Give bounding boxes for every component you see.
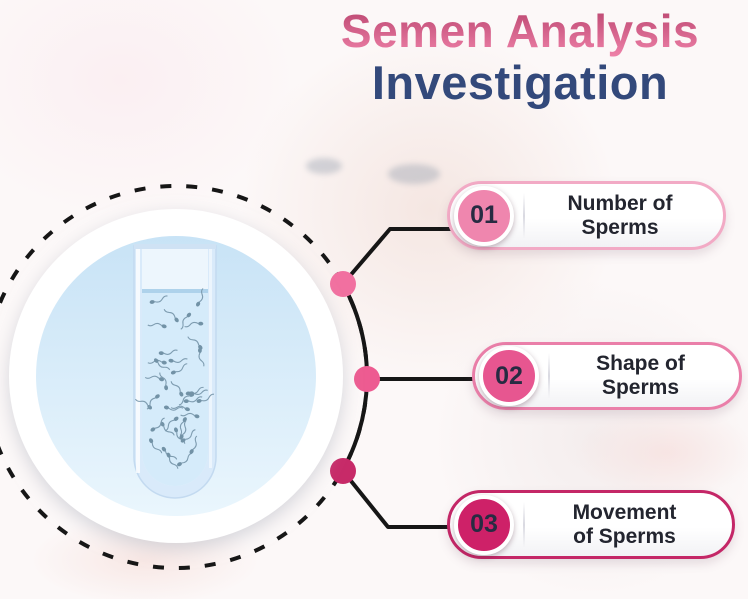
sperm-cell: [166, 452, 179, 469]
item-label: Shape of Sperms: [550, 352, 739, 400]
step-number-badge: 02: [479, 346, 539, 406]
connector-line-01: [341, 227, 454, 286]
title-line2: Investigation: [371, 56, 669, 109]
sperm-cell: [170, 381, 184, 397]
sperm-cell: [161, 446, 178, 460]
item-label-line2: of Sperms: [573, 524, 676, 548]
sperm-cell: [147, 322, 167, 329]
item-label-line1: Shape of: [596, 352, 685, 376]
list-item-shape-of-sperms[interactable]: 02 Shape of Sperms: [472, 342, 742, 410]
sperm-cell: [150, 417, 165, 432]
sperm-cell: [149, 438, 163, 454]
sperm-cell: [159, 372, 169, 391]
connector-dot-01: [330, 271, 356, 297]
item-label-line1: Movement: [572, 500, 677, 524]
item-label: Number of Sperms: [525, 192, 723, 240]
sperm-cell: [163, 309, 179, 323]
sperm-cell: [170, 363, 188, 375]
sperm-cell: [144, 375, 165, 382]
item-label: Movement of Sperms: [525, 501, 732, 549]
sperm-cell: [187, 336, 203, 350]
sperm-cell: [196, 288, 204, 307]
sperm-cell: [189, 435, 198, 454]
glass-highlight: [209, 248, 212, 468]
sperm-cell: [179, 420, 187, 440]
title-line1: Semen Analysis: [295, 5, 745, 57]
liquid-surface: [142, 289, 208, 293]
item-label-line2: Sperms: [601, 376, 680, 399]
sperm-cell: [149, 295, 168, 304]
test-tube-illustration: [133, 244, 217, 499]
connector-line-03: [341, 469, 454, 529]
step-number-badge: 01: [454, 185, 514, 246]
sperm-cell: [180, 429, 196, 443]
sperm-cell: [177, 452, 192, 467]
page-title: Semen Analysis Investigation: [295, 5, 745, 109]
tube-rim: [134, 244, 216, 249]
list-item-number-of-sperms[interactable]: 01 Number of Sperms: [447, 181, 726, 250]
sperm-cell: [164, 416, 179, 432]
item-label-line1: Number of: [567, 191, 673, 215]
step-number-badge: 03: [454, 494, 514, 555]
connector-dot-03: [330, 458, 356, 484]
connector-dot-02: [354, 366, 380, 392]
sperm-cell: [163, 405, 184, 411]
sperm-cell: [147, 359, 167, 365]
sperm-cell: [146, 394, 160, 410]
sperm-cell: [168, 358, 188, 363]
sperm-cell: [158, 349, 178, 356]
item-label-line2: Sperms: [581, 215, 659, 239]
sperm-cell: [184, 321, 204, 328]
glass-highlight: [136, 248, 140, 473]
list-item-movement-of-sperms[interactable]: 03 Movement of Sperms: [447, 490, 735, 559]
sperm-cell: [153, 358, 171, 371]
sperm-cell: [180, 312, 192, 330]
